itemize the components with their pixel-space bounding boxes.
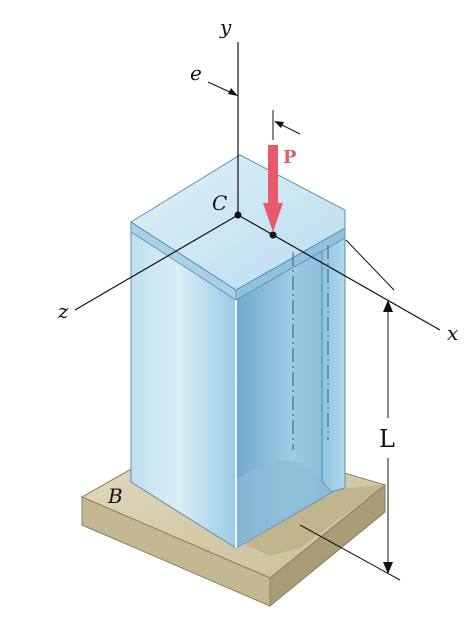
z-axis-label: z: [57, 299, 69, 323]
z-axis-line: [74, 214, 239, 311]
centroid-label: C: [212, 191, 227, 215]
centroid-point: [234, 211, 242, 219]
load-label: P: [283, 147, 297, 168]
length-dimension: [299, 239, 401, 581]
eccentricity-label: e: [190, 61, 202, 85]
load-point: [269, 231, 277, 239]
load-arrow: [263, 145, 283, 232]
y-axis-label: y: [219, 15, 232, 39]
base-label: B: [107, 484, 123, 508]
column-body: [130, 154, 346, 549]
x-axis-label: x: [447, 321, 458, 345]
axes: [74, 42, 441, 331]
eccentricity-dimension: [207, 81, 301, 140]
length-label: L: [379, 425, 395, 453]
